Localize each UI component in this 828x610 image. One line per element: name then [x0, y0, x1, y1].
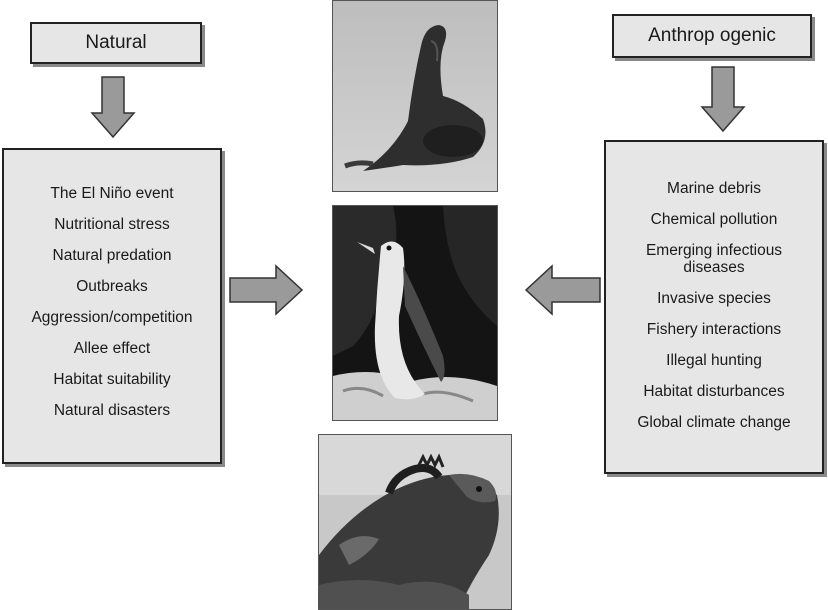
natural-title: Natural [85, 32, 147, 53]
anthropogenic-title-box: Anthrop ogenic [612, 14, 812, 58]
anthropogenic-factors-box: Marine debris Chemical pollution Emergin… [604, 140, 824, 474]
anthropogenic-factor: Invasive species [657, 290, 771, 307]
anthropogenic-factor: Chemical pollution [650, 211, 778, 228]
anthropogenic-factor: Habitat disturbances [643, 383, 785, 400]
anthropogenic-factor: Fishery interactions [646, 321, 782, 338]
natural-factor: Allee effect [73, 340, 151, 357]
natural-factor: Habitat suitability [53, 371, 171, 388]
natural-factor: Aggression/competition [31, 309, 193, 326]
sea-lion-photo [332, 0, 498, 192]
marine-iguana-photo [318, 434, 512, 610]
natural-factor: Nutritional stress [54, 216, 170, 233]
natural-factor: Outbreaks [76, 278, 148, 295]
natural-factor: Natural disasters [53, 402, 171, 419]
anthropogenic-title: Anthrop ogenic [648, 25, 776, 46]
natural-factors-box: The El Niño event Nutritional stress Nat… [2, 148, 222, 464]
anthropogenic-down-arrow [700, 66, 746, 133]
natural-title-box: Natural [30, 22, 202, 64]
anthropogenic-factor: Global climate change [637, 414, 791, 431]
anthropogenic-factor: Illegal hunting [666, 352, 762, 369]
natural-down-arrow [90, 76, 136, 139]
natural-factor: Natural predation [52, 247, 172, 264]
anthropogenic-factor: Marine debris [667, 180, 761, 197]
anthropogenic-left-arrow [524, 264, 601, 316]
natural-right-arrow [229, 264, 304, 316]
anthropogenic-factor: Emerging infectious diseases [645, 242, 783, 276]
penguin-photo [332, 205, 498, 421]
natural-factor: The El Niño event [50, 185, 174, 202]
